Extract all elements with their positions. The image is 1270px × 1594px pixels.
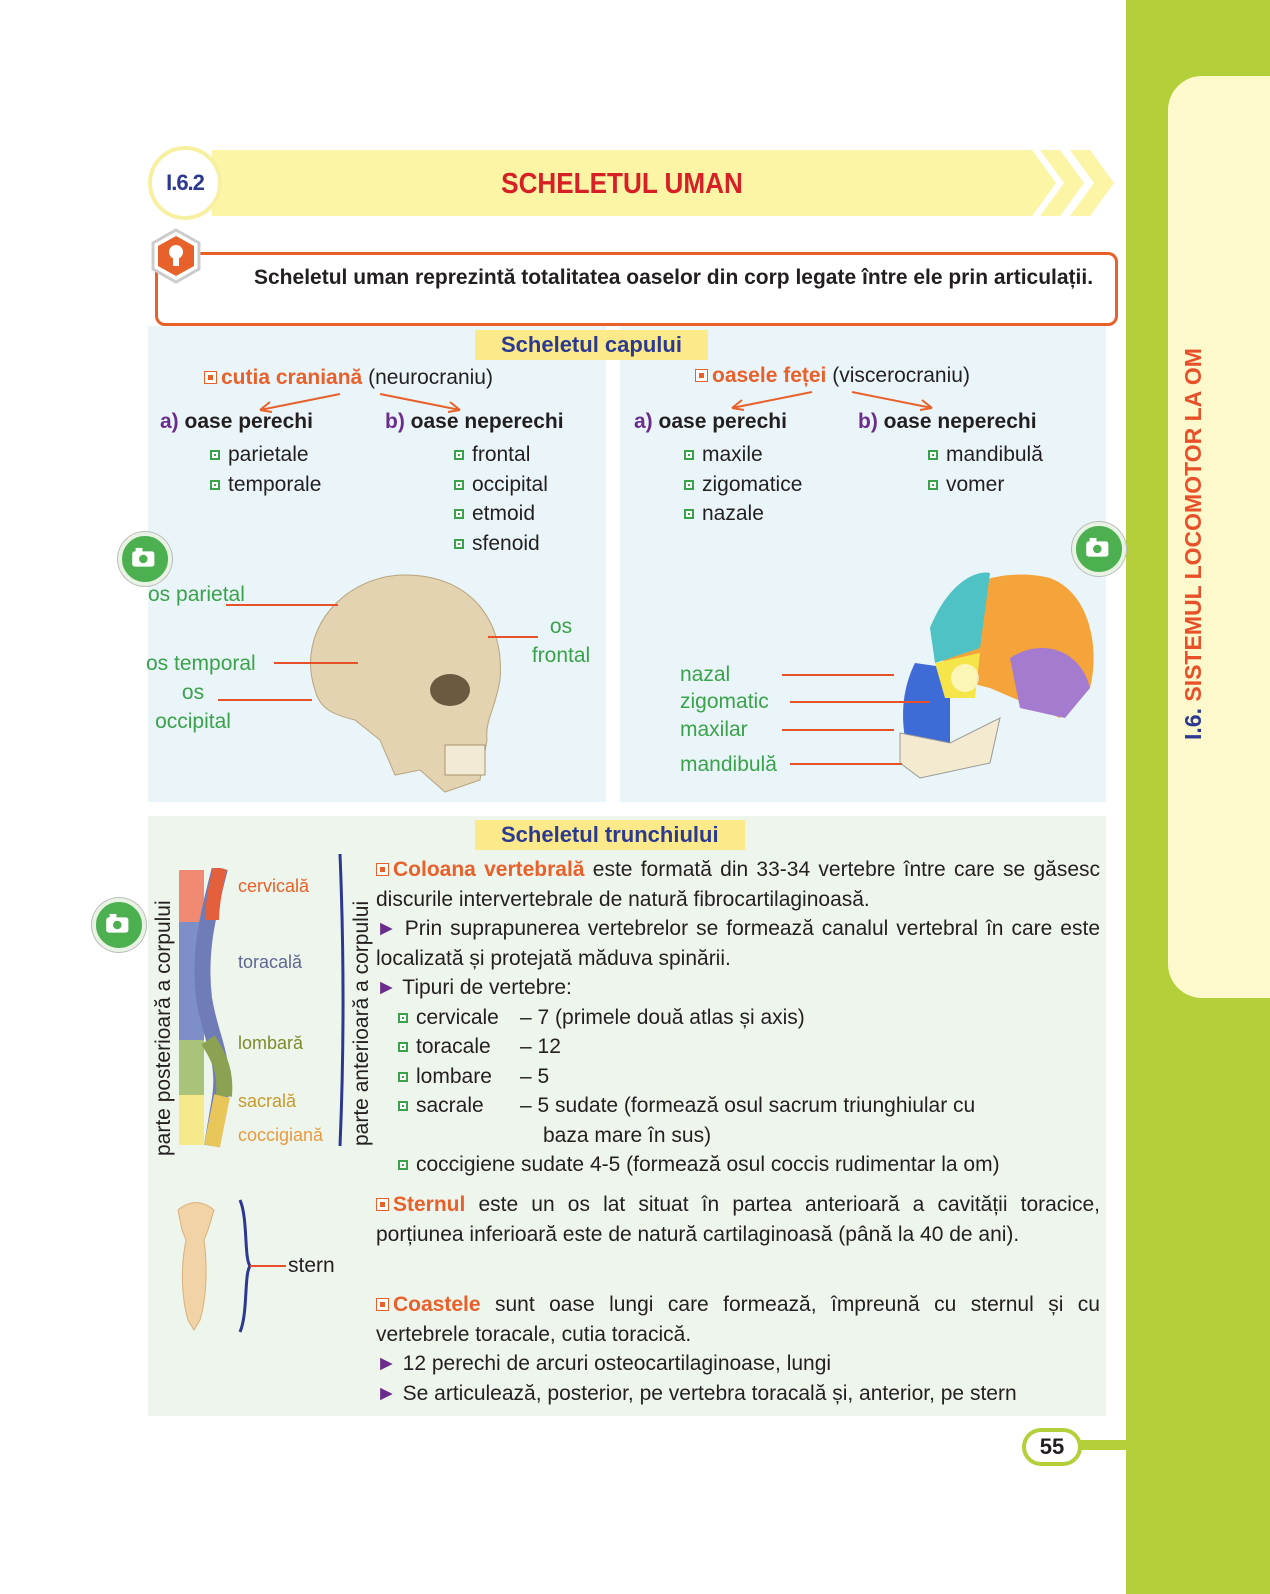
page-tab [1070, 1440, 1126, 1450]
list-item: cervicale– 7 (primele două atlas și axis… [398, 1003, 1100, 1033]
label-os-occipital: os occipital [155, 681, 231, 733]
list-item: etmoid [454, 499, 548, 529]
label-zigomatic: zigomatic [680, 690, 769, 713]
pointer-line [782, 674, 894, 676]
face-panel [620, 326, 1106, 802]
spine-label-coccygeal: coccigiană [238, 1125, 324, 1145]
lumbar-band [179, 1040, 204, 1095]
list-item: lombare– 5 [398, 1062, 1100, 1092]
definition-box [155, 252, 1118, 326]
keyhole-icon [151, 228, 201, 284]
list-item: frontal [454, 440, 548, 470]
cranium-paired-list: parietale temporale [210, 440, 321, 499]
pointer-line [790, 701, 930, 703]
label-os-parietal: os parietal [148, 583, 245, 606]
cranium-unpaired-list: frontal occipital etmoid sfenoid [454, 440, 548, 558]
branch-arrows-icon [731, 391, 933, 411]
list-item: ► Se articulează, posterior, pe vertebra… [376, 1381, 1017, 1405]
cervical-band [179, 870, 204, 922]
stern-label: stern [288, 1254, 335, 1277]
branch-arrows-icon [259, 393, 461, 413]
pointer-line [218, 699, 312, 701]
head-section-title: Scheletul capului [475, 330, 708, 360]
ribs-paragraph: Coastele sunt oase lungi care formează, … [376, 1290, 1100, 1408]
spine-label-thoracic: toracală [238, 952, 303, 972]
list-item: vomer [928, 470, 1043, 500]
face-paired-heading: a) oase perechi [634, 410, 787, 433]
label-os-temporal: os temporal [146, 652, 256, 675]
pointer-line [250, 1265, 286, 1267]
list-item: coccigiene sudate 4-5 (formează osul coc… [398, 1150, 1100, 1180]
camera-icon[interactable] [1072, 522, 1126, 576]
list-item: sfenoid [454, 529, 548, 559]
pointer-line [274, 662, 358, 664]
list-item: mandibulă [928, 440, 1043, 470]
pointer-line [790, 763, 902, 765]
column-paragraph: Coloana vertebrală este formată din 33-3… [376, 855, 1100, 1180]
spine-label-sacral: sacrală [238, 1091, 297, 1111]
face-paired-list: maxile zigomatice nazale [684, 440, 802, 529]
sacral-band [179, 1095, 204, 1145]
anterior-label: parte anterioară a corpului [350, 900, 373, 1146]
face-unpaired-heading: b) oase neperechi [858, 410, 1037, 433]
list-item: toracale– 12 [398, 1032, 1100, 1062]
list-item: zigomatice [684, 470, 802, 500]
pointer-line [488, 636, 538, 638]
bullet-icon [695, 369, 708, 382]
camera-icon[interactable] [92, 898, 146, 952]
pointer-line [226, 604, 338, 606]
face-heading: oasele feței (viscerocraniu) [695, 364, 970, 388]
chapter-num: I.6. [1180, 708, 1206, 740]
label-maxilar: maxilar [680, 718, 748, 741]
lesson-number: I.6.2 [148, 146, 222, 220]
sternum-paragraph: Sternul este un os lat situat în partea … [376, 1193, 1100, 1246]
cranium-unpaired-heading: b) oase neperechi [385, 410, 564, 433]
chapter-name: SISTEMUL LOCOMOTOR LA OM [1180, 348, 1206, 702]
list-item: occipital [454, 470, 548, 500]
page-number: 55 [1022, 1428, 1082, 1466]
list-item: temporale [210, 470, 321, 500]
bracket-line [338, 853, 345, 1147]
page-title: SCHELETUL UMAN [501, 168, 743, 200]
spine-diagram [194, 868, 233, 1148]
definition-text: Scheletul uman reprezintă totalitatea oa… [254, 266, 1094, 289]
skull-photo [310, 574, 501, 793]
sacral-continuation: baza mare în sus) [543, 1123, 712, 1147]
cranium-heading: cutia craniană (neurocraniu) [204, 366, 493, 390]
chevrons-icon [1000, 150, 1114, 216]
label-mandibula: mandibulă [680, 753, 777, 776]
posterior-label: parte posterioară a corpului [152, 900, 175, 1156]
list-item: maxile [684, 440, 802, 470]
camera-icon[interactable] [118, 532, 172, 586]
colored-skull-diagram [899, 572, 1094, 779]
pointer-line [782, 729, 894, 731]
title-bar [212, 150, 1032, 216]
face-unpaired-list: mandibulă vomer [928, 440, 1043, 499]
spine-label-lumbar: lombară [238, 1033, 304, 1053]
sternum-diagram [177, 1202, 215, 1331]
label-os-frontal: os frontal [531, 615, 591, 667]
trunk-panel [148, 816, 1106, 1416]
label-nazal: nazal [680, 663, 731, 686]
bullet-icon [204, 371, 217, 384]
cranium-paired-heading: a) oase perechi [160, 410, 313, 433]
list-item: sacrale– 5 sudate (formează osul sacrum … [398, 1091, 1100, 1121]
list-item: ► 12 perechi de arcuri osteocartilaginoa… [376, 1352, 832, 1375]
chapter-title: I.6. SISTEMUL LOCOMOTOR LA OM [1180, 348, 1207, 740]
spine-label-cervical: cervicală [238, 876, 310, 896]
list-item: nazale [684, 499, 802, 529]
list-item: parietale [210, 440, 321, 470]
trunk-section-title: Scheletul trunchiului [475, 820, 745, 850]
chapter-tab [1168, 76, 1270, 998]
